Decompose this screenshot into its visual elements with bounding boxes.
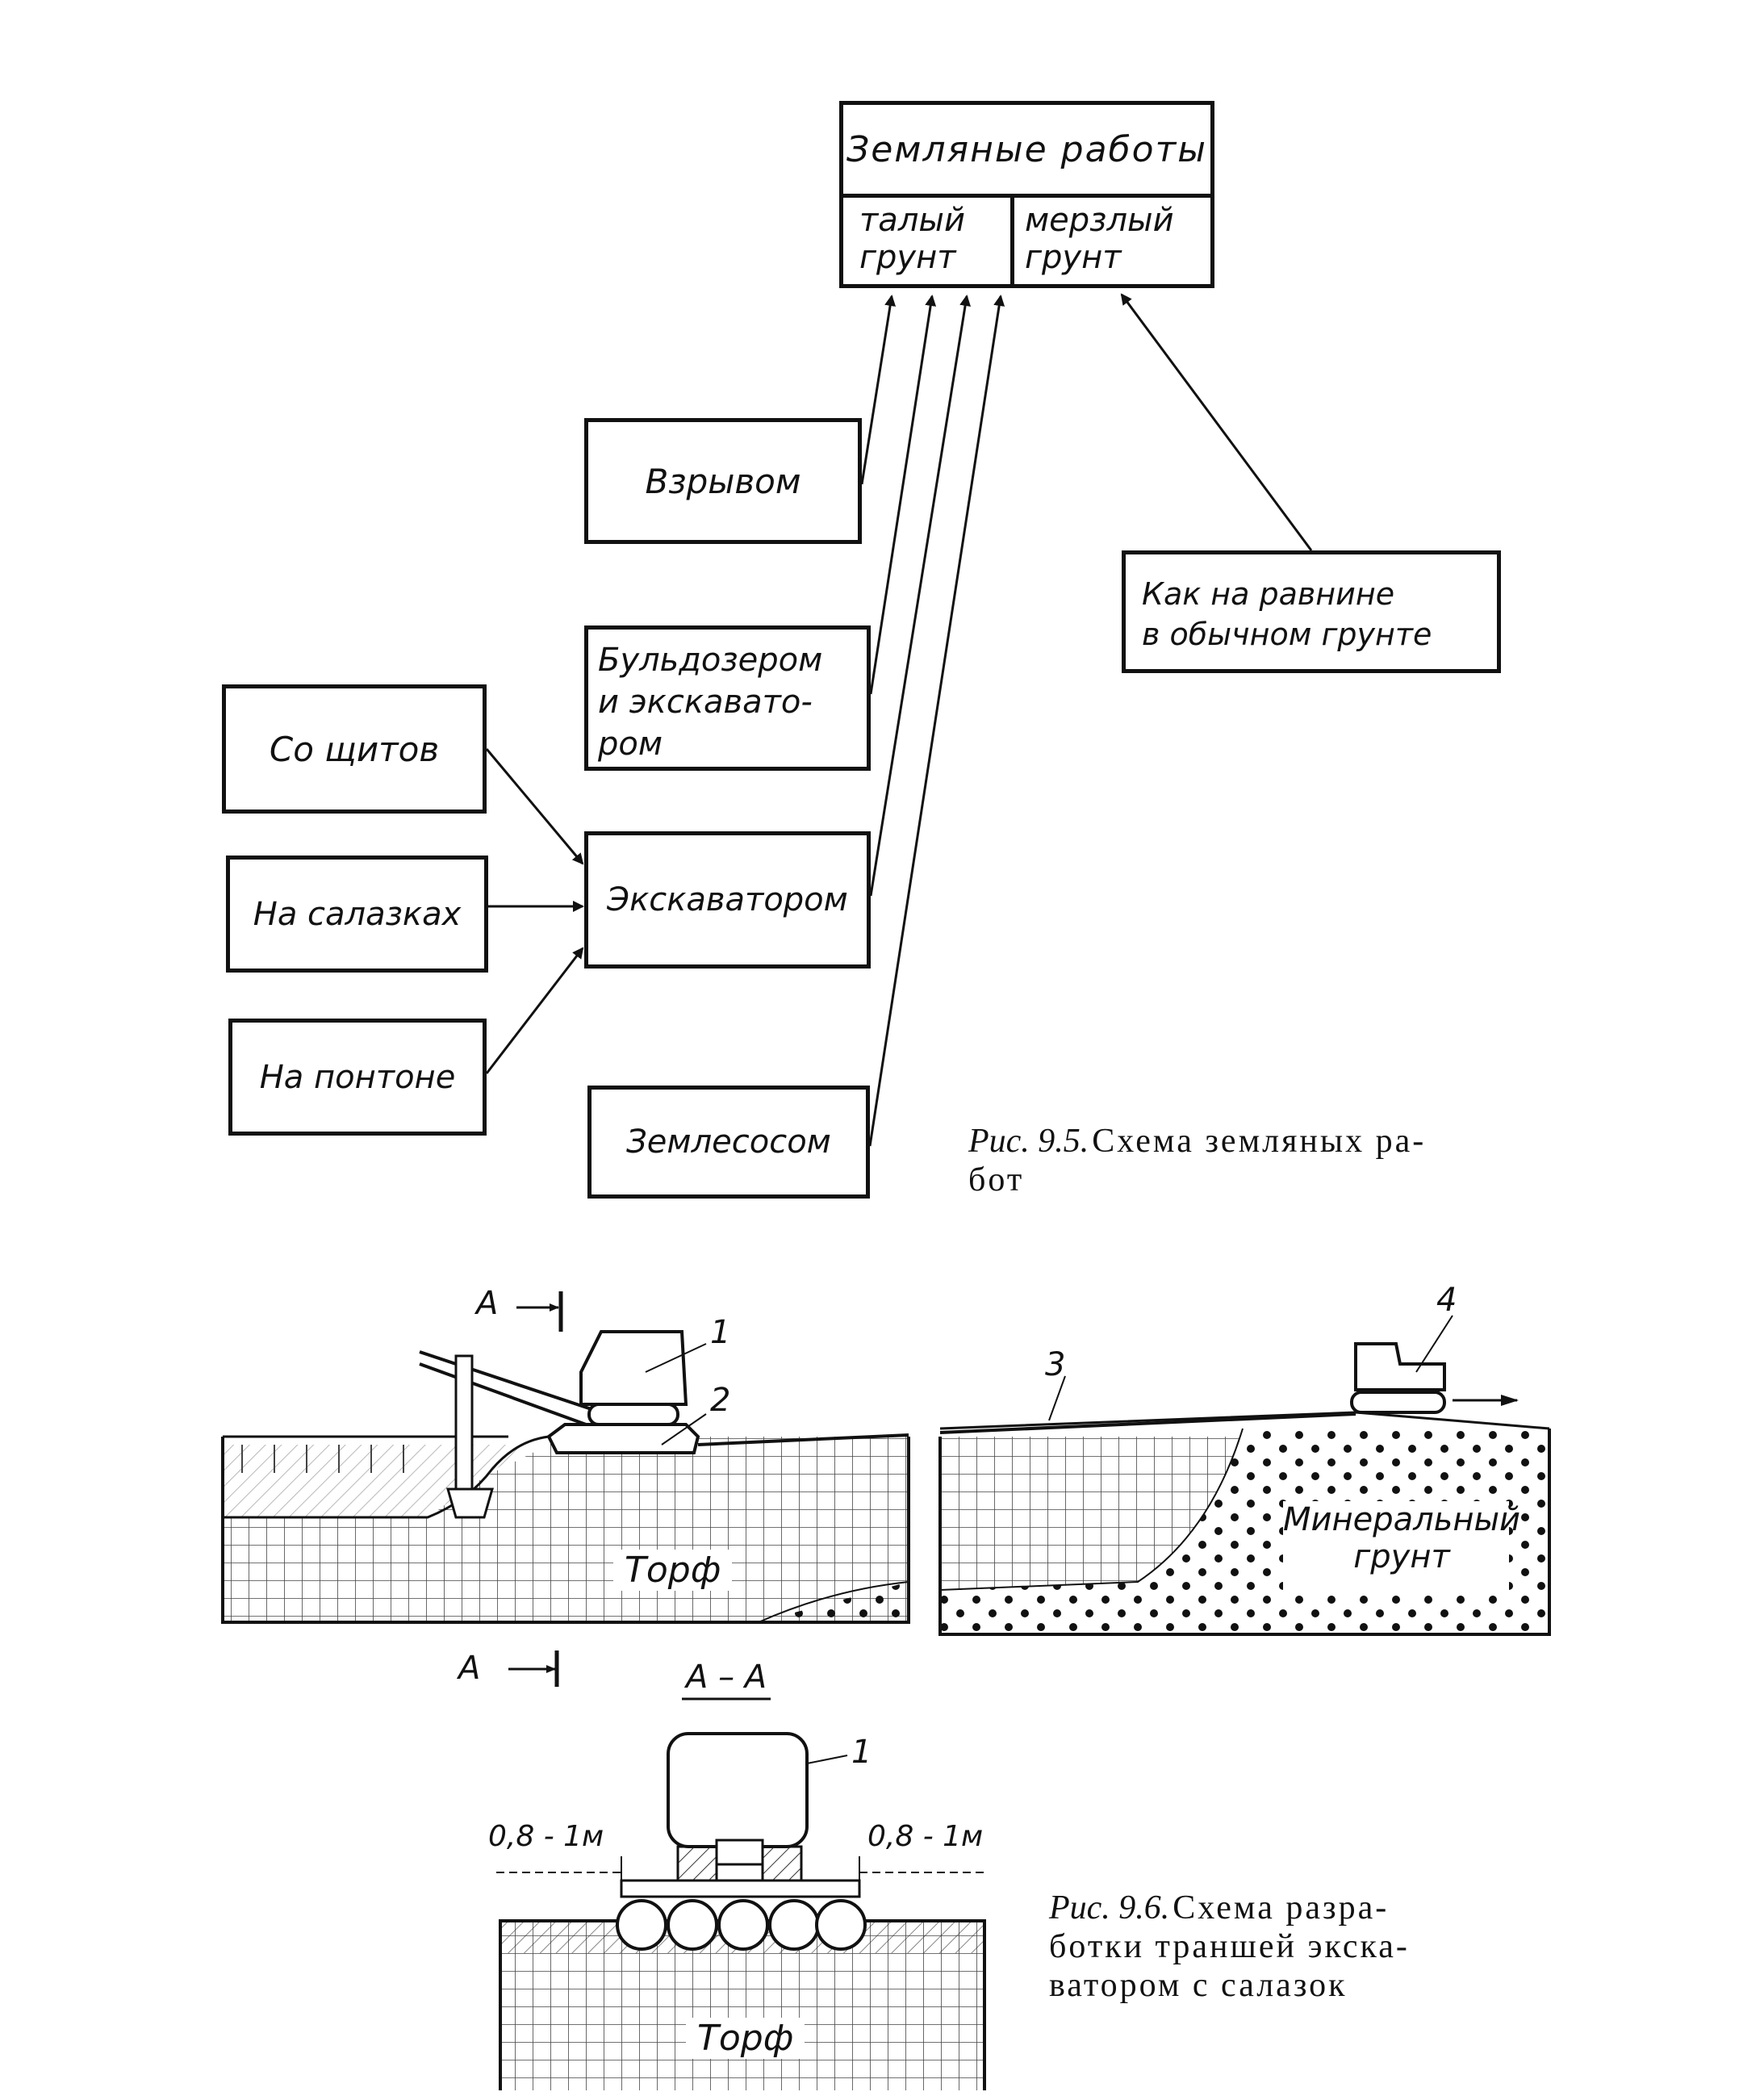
method-ravnina-label: Как на равнине в обычном грунте: [1142, 576, 1432, 652]
section-marker-top: A: [476, 1285, 499, 1322]
method-zemlesos-label: Землесосом: [626, 1123, 831, 1161]
method-zemlesos-box: Землесосом: [587, 1086, 870, 1199]
callout-4: 4: [1436, 1282, 1457, 1319]
arrow-shchit: [485, 748, 584, 865]
sub-ponton-label: На понтоне: [259, 1058, 456, 1096]
dimension-left: 0,8 - 1м: [488, 1820, 604, 1853]
arrow-zemlesos: [868, 295, 1005, 1147]
method-buldozer-box: Бульдозером и экскавато- ром: [584, 625, 871, 771]
sub-shchit-label: Со щитов: [269, 729, 440, 769]
root-left-cell: талый грунт: [859, 202, 965, 276]
right-section: [938, 1315, 1551, 1636]
section-a-a-label: A – A: [686, 1659, 767, 1696]
callout-1-section: 1: [851, 1734, 872, 1771]
method-ekskavator-box: Экскаватором: [584, 831, 871, 969]
callout-1: 1: [710, 1314, 731, 1351]
peat-label-top: Торф: [613, 1550, 733, 1591]
dimension-right: 0,8 - 1м: [867, 1820, 984, 1853]
caption-9-6: Рис. 9.6. Схема разра- ботки траншей экс…: [1049, 1889, 1517, 2005]
section-a-a: [496, 1697, 986, 2090]
callout-3: 3: [1045, 1346, 1066, 1383]
sub-ponton-box: На понтоне: [228, 1019, 487, 1136]
caption-9-5: Рис. 9.5. Схема земляных ра- бот: [968, 1122, 1549, 1199]
root-box: Земляные работы талый грунт мерзлый грун…: [839, 101, 1214, 288]
arrow-ravnina: [1120, 293, 1313, 551]
sub-salazki-box: На салазках: [226, 856, 488, 973]
callout-2: 2: [710, 1382, 731, 1419]
method-vzryv-box: Взрывом: [584, 418, 862, 544]
method-vzryv-label: Взрывом: [645, 461, 801, 501]
caption-9-5-text: Схема земляных ра- бот: [968, 1123, 1427, 1199]
caption-9-6-text: Схема разра- ботки траншей экска- ваторо…: [1049, 1889, 1410, 2004]
sub-salazki-label: На салазках: [253, 895, 462, 933]
method-ekskavator-label: Экскаватором: [607, 881, 848, 918]
sub-shchit-box: Со щитов: [222, 684, 487, 814]
root-right-cell: мерзлый грунт: [1025, 202, 1174, 276]
caption-9-6-num: Рис. 9.6.: [1049, 1889, 1170, 1927]
caption-9-5-num: Рис. 9.5.: [968, 1123, 1089, 1160]
peat-label-bottom: Торф: [686, 2018, 805, 2059]
arrow-vzryv: [860, 295, 897, 485]
arrow-ponton: [485, 947, 584, 1074]
left-section: [221, 1291, 910, 1687]
arrow-buldozer: [869, 295, 937, 695]
section-marker-bottom: A: [458, 1650, 481, 1687]
mineral-soil-label: Минеральный грунт: [1283, 1501, 1521, 1575]
arrow-ekskavator: [869, 295, 972, 897]
method-buldozer-label: Бульдозером и экскавато- ром: [598, 642, 823, 763]
method-ravnina-box: Как на равнине в обычном грунте: [1122, 550, 1501, 673]
root-title: Земляные работы: [846, 128, 1207, 170]
